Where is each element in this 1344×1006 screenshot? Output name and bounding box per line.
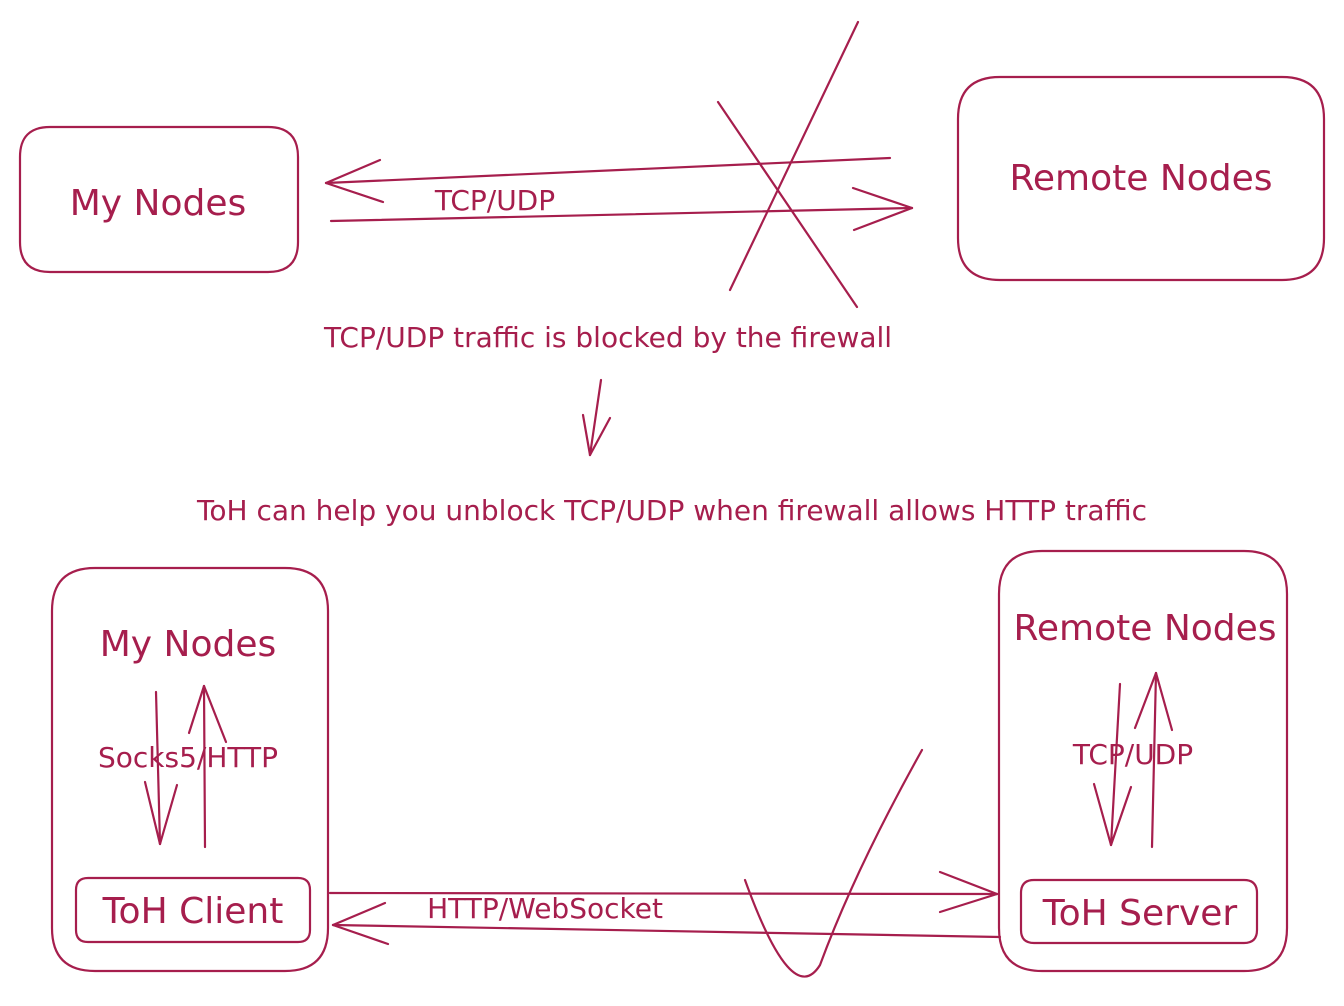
arrow-up-from-client xyxy=(187,684,228,849)
arrow-up-from-server xyxy=(1133,671,1174,849)
socks5-http-label: Socks5/HTTP xyxy=(98,741,278,774)
my-nodes-box-bottom xyxy=(50,566,330,973)
toh-client-box xyxy=(74,876,312,944)
my-nodes-label-top: My Nodes xyxy=(70,183,247,224)
arrow-client-to-server xyxy=(328,870,999,914)
http-websocket-label: HTTP/WebSocket xyxy=(427,892,663,925)
toh-client-label: ToH Client xyxy=(102,891,284,932)
toh-caption: ToH can help you unblock TCP/UDP when fi… xyxy=(196,494,1147,527)
arrow-my-nodes-to-remote xyxy=(329,186,914,232)
remote-nodes-label-top: Remote Nodes xyxy=(1009,158,1272,199)
my-nodes-label-bottom: My Nodes xyxy=(100,624,277,665)
toh-server-label: ToH Server xyxy=(1042,893,1238,934)
down-arrow xyxy=(581,378,612,457)
my-nodes-box-top xyxy=(18,125,300,274)
tcp-udp-label-bottom: TCP/UDP xyxy=(1072,738,1193,771)
arrow-down-to-server xyxy=(1092,682,1133,847)
blocked-caption: TCP/UDP traffic is blocked by the firewa… xyxy=(323,321,892,354)
allowed-check-mark xyxy=(743,748,924,978)
arrow-server-to-client xyxy=(331,901,1002,946)
arrow-remote-to-my-nodes xyxy=(324,156,892,204)
tcp-udp-label-top: TCP/UDP xyxy=(434,184,555,217)
toh-server-box xyxy=(1019,878,1259,945)
arrow-down-to-client xyxy=(143,690,179,846)
remote-nodes-label-bottom: Remote Nodes xyxy=(1013,608,1276,649)
remote-nodes-box-top xyxy=(956,75,1326,282)
remote-nodes-box-bottom xyxy=(997,549,1289,973)
blocked-cross-mark xyxy=(716,20,860,309)
